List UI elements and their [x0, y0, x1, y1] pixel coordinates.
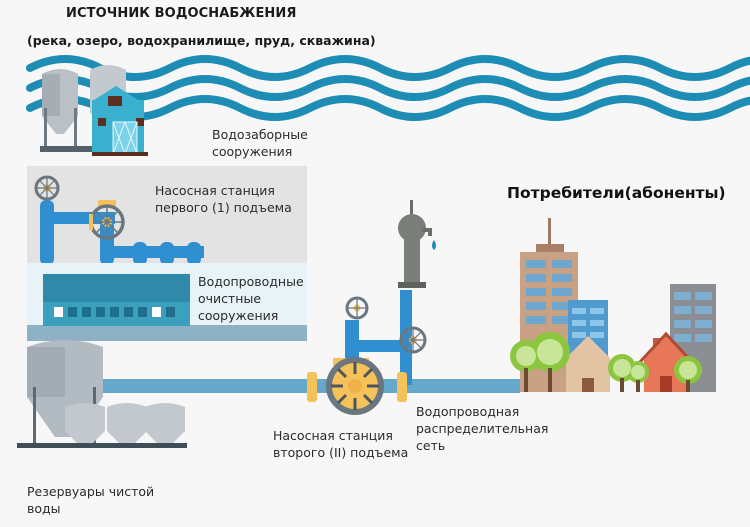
consumers-label: Потребители(абоненты)	[507, 184, 726, 202]
diagram-title: ИСТОЧНИК ВОДОСНАБЖЕНИЯ	[66, 6, 297, 21]
distribution-network-label: Водопроводная распределительная сеть	[416, 404, 549, 453]
pump-station-1-icon	[34, 175, 204, 265]
treatment-label: Водопроводные очистные сооружения	[198, 274, 304, 323]
city-buildings-icon	[510, 218, 716, 392]
pump-station-2-icon	[307, 290, 427, 415]
treatment-base-bar	[27, 325, 307, 341]
water-hydrant-icon	[398, 200, 436, 288]
pump-station-1-label: Насосная станция первого (1) подъема	[155, 183, 292, 215]
treatment-plant-windows	[54, 307, 175, 317]
water-waves-icon	[26, 55, 750, 121]
intake-structure-icon	[40, 65, 148, 156]
diagram-subtitle: (река, озеро, водохранилище, пруд, скваж…	[27, 33, 376, 48]
intake-label: Водозаборные сооружения	[212, 127, 308, 159]
clean-water-reservoirs-icon	[17, 340, 187, 448]
pump-station-2-label: Насосная станция второго (II) подъема	[273, 428, 409, 460]
reservoirs-label: Резервуары чистой воды	[27, 484, 155, 516]
treatment-plant-roof	[43, 274, 190, 302]
